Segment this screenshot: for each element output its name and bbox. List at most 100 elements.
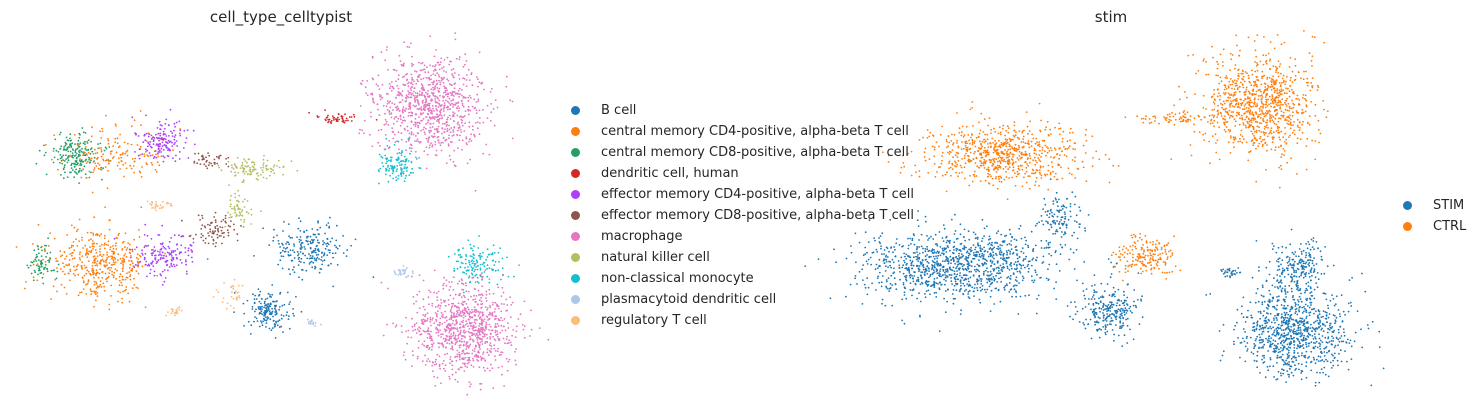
data-point (354, 238, 357, 241)
data-point (472, 129, 474, 131)
data-point (502, 291, 505, 294)
data-point (237, 284, 240, 287)
data-point (1211, 114, 1214, 116)
data-point (462, 335, 464, 337)
data-point (1294, 75, 1297, 77)
data-point (212, 239, 215, 242)
data-point (100, 149, 103, 151)
data-point (467, 239, 470, 242)
data-point (184, 251, 187, 254)
data-point (335, 246, 338, 249)
data-point (127, 142, 129, 145)
data-point (454, 327, 456, 330)
data-point (411, 55, 413, 58)
data-point (245, 171, 248, 173)
data-point (79, 258, 82, 261)
data-point (32, 279, 35, 282)
data-point (93, 280, 96, 283)
data-point (65, 255, 68, 258)
data-point (1269, 60, 1271, 62)
data-point (441, 132, 443, 135)
data-point (1296, 137, 1299, 140)
data-point (251, 308, 254, 310)
data-point (29, 264, 32, 267)
data-point (229, 304, 232, 307)
data-point (502, 274, 504, 277)
data-point (385, 49, 388, 51)
data-point (410, 89, 413, 91)
data-point (53, 156, 56, 159)
data-point (1247, 36, 1250, 39)
data-point (437, 125, 440, 128)
data-point (73, 170, 76, 173)
data-point (407, 137, 410, 140)
data-point (1245, 107, 1248, 109)
data-point (307, 240, 309, 243)
data-point (412, 172, 414, 174)
data-point (440, 115, 443, 117)
data-point (91, 264, 94, 267)
data-point (87, 280, 90, 283)
data-point (428, 360, 431, 363)
data-point (1184, 91, 1186, 93)
data-point (1277, 60, 1280, 63)
data-point (126, 149, 129, 152)
data-point (155, 133, 157, 136)
data-point (1231, 54, 1234, 56)
data-point (233, 278, 236, 281)
data-point (410, 132, 413, 134)
data-point (165, 314, 167, 317)
data-point (56, 267, 58, 269)
data-point (400, 163, 403, 166)
data-point (138, 236, 141, 238)
data-point (1253, 141, 1256, 144)
data-point (159, 134, 162, 137)
data-point (442, 110, 445, 112)
data-point (446, 89, 448, 91)
data-point (260, 310, 263, 313)
data-point (125, 167, 128, 170)
data-point (1226, 77, 1228, 80)
data-point (261, 324, 264, 327)
data-point (214, 211, 217, 214)
data-point (108, 266, 111, 269)
data-point (1277, 129, 1280, 132)
data-point (334, 118, 337, 120)
data-point (219, 154, 222, 157)
data-point (455, 92, 458, 95)
data-point (439, 144, 442, 147)
data-point (461, 94, 463, 97)
data-point (395, 69, 398, 72)
data-point (452, 76, 455, 79)
data-point (250, 171, 252, 174)
data-point (406, 125, 409, 128)
data-point (326, 254, 329, 256)
data-point (509, 341, 512, 344)
data-point (453, 126, 456, 128)
data-point (457, 330, 459, 333)
data-point (157, 132, 160, 135)
data-point (401, 90, 404, 92)
data-point (233, 208, 236, 210)
data-point (376, 103, 379, 106)
data-point (151, 201, 154, 204)
data-point (205, 156, 207, 159)
data-point (437, 97, 439, 100)
data-point (1253, 135, 1255, 137)
data-point (452, 331, 455, 334)
data-point (53, 147, 55, 150)
data-point (425, 98, 428, 100)
data-point (414, 105, 416, 108)
data-point (144, 223, 147, 226)
data-point (423, 88, 425, 91)
data-point (411, 76, 413, 79)
data-point (1192, 54, 1194, 56)
data-point (482, 261, 485, 264)
data-point (268, 244, 271, 247)
data-point (207, 152, 210, 155)
data-point (289, 249, 292, 252)
data-point (51, 158, 53, 161)
data-point (412, 272, 414, 275)
data-point (1294, 58, 1297, 61)
data-point (530, 328, 533, 331)
